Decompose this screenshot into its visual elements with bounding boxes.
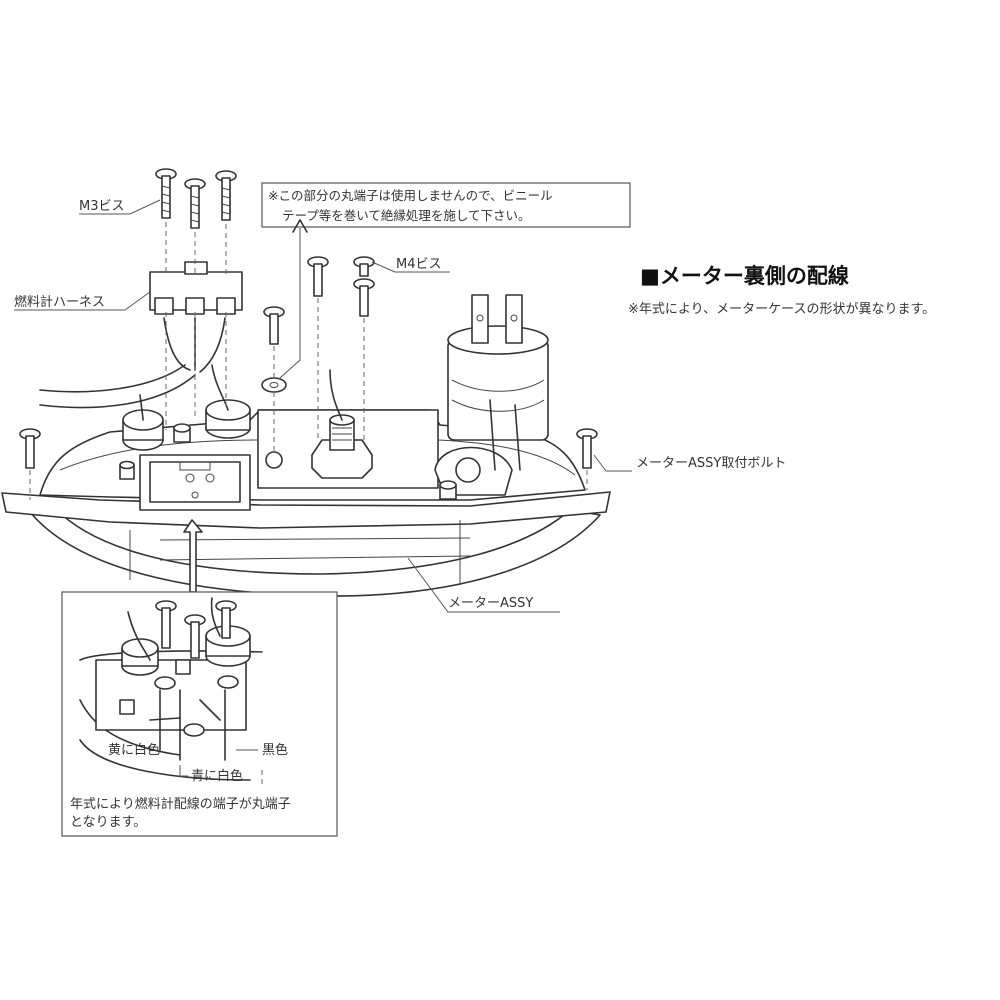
inset-detail: 黄に白色 黒色 青に白色 年式により燃料計配線の端子が丸端子 となります。: [61, 591, 338, 837]
inset-caption-line1: 年式により燃料計配線の端子が丸端子: [70, 796, 291, 812]
m4-screw-3: [353, 278, 375, 317]
harness-wires: [39, 317, 343, 421]
m3-screw-1: [155, 168, 177, 219]
meter-assy-label: メーターASSY: [448, 596, 533, 611]
m4-screw-label: M4ビス: [396, 257, 442, 272]
diagram-title: ■メーター裏側の配線: [640, 264, 849, 288]
mount-bolt-label: メーターASSY取付ボルト: [636, 456, 786, 471]
inset-label-black: 黒色: [262, 742, 288, 758]
mount-bolt-right: [576, 428, 598, 469]
inset-label-yellow-white: 黄に白色: [108, 742, 160, 758]
center-terminal-stud: [265, 414, 373, 479]
insulation-note-line1: ※この部分の丸端子は使用しませんので、ビニール: [268, 188, 553, 203]
pointer-arrowhead: [292, 219, 308, 233]
bulb-socket: [447, 294, 549, 471]
insulation-note-pointer: [279, 228, 301, 379]
ring-terminal: [261, 377, 287, 393]
diagram-subtitle: ※年式により、メーターケースの形状が異なります。: [628, 302, 935, 317]
m3-screw-3: [215, 170, 237, 221]
insulation-note-line2: テープ等を巻いて絶縁処理を施して下さい。: [282, 208, 531, 223]
m4-screw-1: [307, 256, 329, 297]
mount-bolt-left: [19, 428, 41, 469]
inset-label-blue-white: 青に白色: [191, 768, 243, 784]
fuel-gauge-terminal-block: [139, 454, 251, 511]
m3-screw-label: M3ビス: [79, 199, 125, 214]
m4-screw-4: [263, 306, 285, 345]
m4-screw-2: [353, 256, 375, 277]
m3-screw-2: [184, 178, 206, 229]
fuel-harness-connector: [149, 261, 243, 315]
right-gauge-hub: [434, 446, 513, 500]
inset-caption-line2: となります。: [70, 815, 146, 830]
insulation-note-box: ※この部分の丸端子は使用しませんので、ビニール テープ等を巻いて絶縁処理を施して…: [261, 182, 631, 228]
fuel-harness-label: 燃料計ハーネス: [14, 294, 105, 310]
